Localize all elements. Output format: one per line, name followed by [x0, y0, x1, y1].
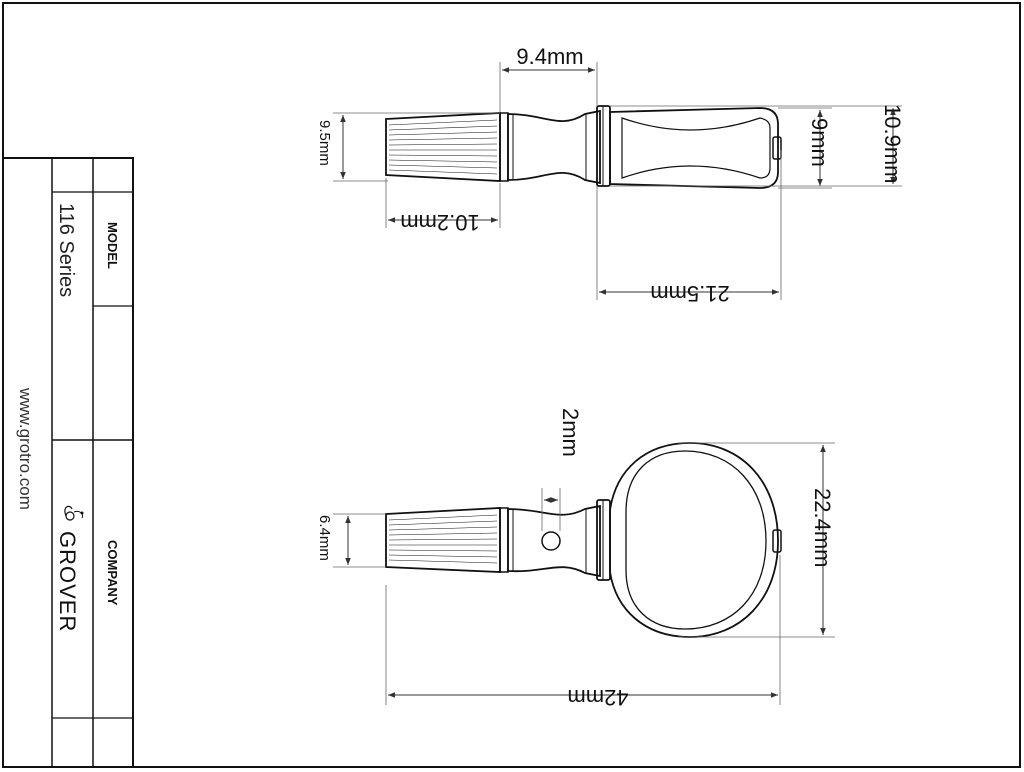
front-button-shape — [609, 442, 779, 638]
dim-front-hole: 2mm — [558, 408, 583, 457]
company-label: COMPANY — [105, 540, 120, 606]
dim-side-right-inner: 9mm — [807, 118, 832, 167]
company-value: GROVER — [55, 531, 80, 632]
front-waist-shape — [507, 504, 601, 578]
front-hole-shape — [541, 531, 561, 551]
side-waist-shape — [507, 109, 601, 185]
website-text: www.grotro.com — [16, 387, 35, 510]
dim-side-bottom-left: 10.2mm — [400, 210, 479, 235]
dim-side-left: 9.5mm — [316, 120, 333, 166]
dim-front-left: 6.4mm — [316, 515, 333, 561]
dim-front-bottom: 42mm — [567, 685, 628, 710]
side-view: 9.4mm 9.5mm 10.2mm 9mm 10.9mm 21.5mm — [316, 44, 905, 306]
title-block: MODEL 116 Series COMPANY GROVER www.grot… — [3, 157, 134, 767]
side-button-shape — [609, 107, 779, 189]
model-label: MODEL — [105, 222, 120, 269]
dim-side-right-outer: 10.9mm — [880, 104, 905, 183]
front-view: 2mm 6.4mm 22.4mm 42mm — [316, 408, 835, 710]
model-value: 116 Series — [55, 203, 77, 297]
grover-logo-icon — [64, 505, 84, 521]
dim-side-bottom: 21.5mm — [650, 281, 729, 306]
dim-side-top: 9.4mm — [516, 44, 583, 69]
dim-front-right: 22.4mm — [810, 488, 835, 567]
